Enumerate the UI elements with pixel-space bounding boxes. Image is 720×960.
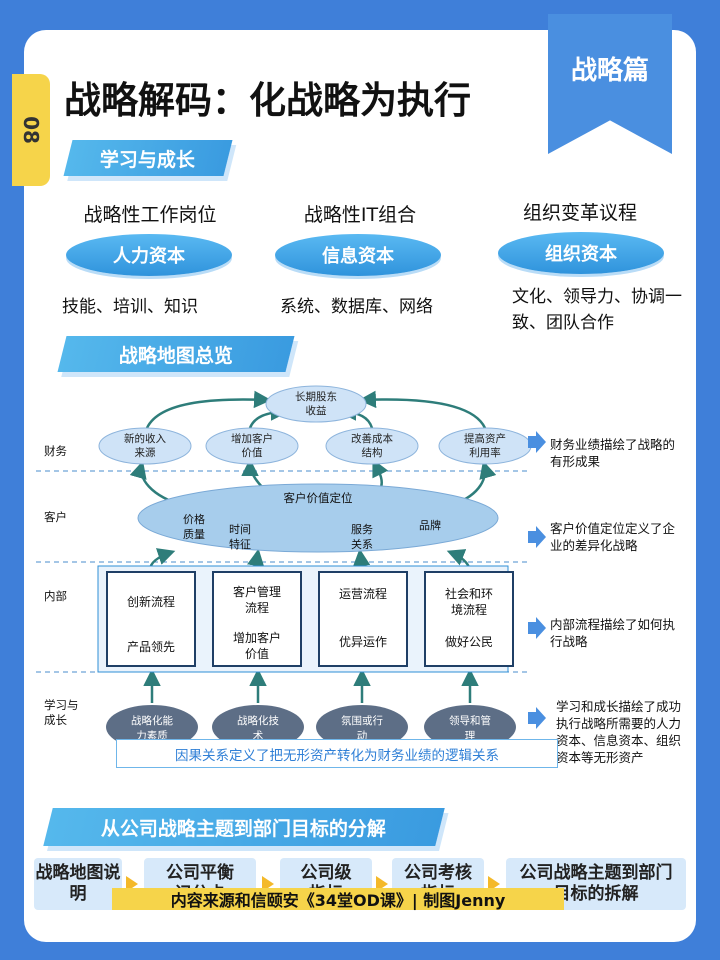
node-label: 质量: [183, 528, 205, 541]
node-learning: [212, 705, 304, 749]
note-arrow-icon: [528, 431, 546, 453]
node-label: 战略化技: [237, 714, 279, 727]
column-desc-2: 系统、数据库、网络: [280, 297, 433, 317]
node-label: 动: [357, 730, 368, 742]
row-label-learning-1: 学习与: [44, 698, 79, 712]
node-label: 客户价值定位: [284, 491, 353, 505]
node-finance: [205, 427, 299, 465]
category-ribbon-label: 战略篇: [570, 56, 649, 86]
capital-pill-organization: 组织资本: [498, 232, 664, 274]
node-finance: [98, 427, 192, 465]
node-label: 产品领先: [127, 640, 175, 654]
internal-box: [318, 571, 408, 667]
node-label: 价格: [183, 512, 205, 526]
node-label: 力素质: [136, 729, 168, 742]
node-label: 结构: [362, 446, 383, 459]
side-note-learning: 学习和成长描绘了成功执行战略所需要的人力资本、信息资本、组织资本等无形资产: [556, 699, 682, 765]
node-learning: [106, 705, 198, 749]
node-learning: [424, 705, 516, 749]
column-title-1: 战略性工作岗位: [83, 204, 217, 226]
capital-pill-information: 信息资本: [275, 234, 441, 276]
node-customer-value: [137, 483, 499, 553]
node-label: 利用率: [469, 446, 501, 459]
node-label: 运营流程: [339, 586, 387, 601]
column-title-2: 战略性IT组合: [303, 204, 417, 226]
causal-relation-note: 因果关系定义了把无形资产转化为财务业绩的逻辑关系: [116, 739, 558, 768]
node-label: 品牌: [419, 518, 441, 532]
flow-step-1: 战略地图说明: [34, 858, 122, 910]
capital-pill-human: 人力资本: [66, 234, 232, 276]
node-label: 价值: [245, 646, 269, 661]
node-label: 客户管理: [233, 584, 281, 599]
column-desc-1: 技能、培训、知识: [62, 297, 198, 317]
arrow: [145, 390, 272, 429]
node-label: 长期股东: [295, 390, 337, 403]
node-label: 增加客户: [231, 432, 273, 445]
arrow: [358, 390, 487, 429]
node-label: 特征: [229, 537, 251, 551]
internal-box: [106, 571, 196, 667]
node-label: 新的收入: [124, 432, 166, 445]
node-learning: [316, 705, 408, 749]
page-number: 08: [19, 116, 43, 144]
node-label: 时间: [229, 523, 251, 536]
page-title: 战略解码：化战略为执行: [64, 79, 471, 122]
page-number-tab: 08: [12, 74, 50, 186]
note-arrow-icon: [528, 526, 546, 548]
node-label: 提高资产: [464, 432, 506, 445]
row-label-internal: 内部: [44, 589, 67, 603]
node-label: 来源: [135, 446, 156, 459]
node-label: 氛围或行: [341, 714, 383, 727]
node-label: 关系: [351, 537, 373, 551]
source-credit: 内容来源和信颐安《34堂OD课》| 制图Jenny: [112, 888, 564, 910]
internal-box: [212, 571, 302, 667]
side-note-internal: 内部流程描绘了如何执行战略: [550, 617, 676, 649]
side-note-finance: 财务业绩描绘了战略的有形成果: [550, 437, 676, 469]
node-label: 增加客户: [233, 630, 281, 645]
node-long-term-goal: [265, 385, 367, 423]
node-label: 做好公民: [445, 634, 493, 649]
note-arrow-icon: [528, 707, 546, 729]
node-label: 收益: [306, 404, 327, 417]
node-label: 战略化能: [131, 714, 173, 727]
internal-box: [424, 571, 514, 667]
row-label-learning-2: 成长: [44, 713, 67, 727]
node-label: 领导和管: [449, 714, 491, 727]
node-label: 改善成本: [351, 432, 393, 445]
note-arrow-icon: [528, 617, 546, 639]
node-finance: [325, 427, 419, 465]
section-banner-decomposition: 从公司战略主题到部门目标的分解: [43, 808, 445, 846]
node-label: 创新流程: [127, 594, 175, 609]
row-label-finance: 财务: [44, 444, 67, 458]
node-label: 境流程: [451, 602, 487, 617]
row-label-customer: 客户: [44, 510, 67, 524]
side-note-customer: 客户价值定位定义了企业的差异化战略: [550, 521, 676, 553]
node-label: 服务: [351, 523, 373, 536]
column-desc-3: 文化、领导力、协调一致、团队合作: [512, 287, 682, 333]
node-label: 优异运作: [339, 635, 387, 649]
node-label: 流程: [245, 600, 269, 615]
node-label: 社会和环: [445, 586, 493, 601]
node-label: 理: [465, 730, 476, 742]
node-label: 术: [253, 730, 264, 742]
column-title-3: 组织变革议程: [522, 202, 637, 224]
node-label: 价值: [242, 446, 263, 459]
